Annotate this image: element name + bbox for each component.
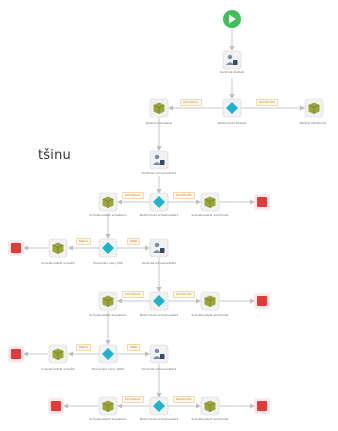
- package-node-zadost-zamitnuta[interactable]: [304, 98, 324, 118]
- package-node-zadost-schvalena[interactable]: [149, 98, 169, 118]
- package-icon: [102, 295, 114, 307]
- edge-label-mensi: Menší: [76, 238, 91, 245]
- edge-label-vetsi: Větší: [127, 238, 141, 245]
- decision-node-rozhodnuti-schvalovatel1[interactable]: [149, 192, 169, 212]
- edge-label-zamitnuto: Zamítnuto: [256, 99, 278, 106]
- play-icon: [229, 14, 236, 24]
- node-label: Schvalovatel3 zamítnuto: [191, 417, 229, 421]
- diamond-icon: [153, 295, 165, 307]
- end-node[interactable]: [8, 240, 24, 256]
- user-task-icon: [153, 154, 165, 165]
- package-icon: [204, 400, 216, 412]
- node-label: Rozhodnutí schvalovatel1: [139, 213, 179, 217]
- edge-label-vetsi: Větší: [127, 344, 141, 351]
- node-label: Porovnání ceny 500: [93, 261, 123, 265]
- diamond-icon: [102, 348, 114, 360]
- end-node[interactable]: [48, 398, 64, 414]
- node-label: Schvalovatel1 schválil: [41, 261, 75, 265]
- package-icon: [102, 196, 114, 208]
- end-node[interactable]: [254, 293, 270, 309]
- edge-label-zamitnuto: Zamítnuto: [173, 192, 195, 199]
- stop-icon: [11, 349, 21, 359]
- node-label: Porovnání ceny 1000: [92, 367, 124, 371]
- node-label: Rozhodnutí schvalovatel3: [139, 417, 179, 421]
- node-label: Žádost zamítnuta: [299, 121, 327, 125]
- edge-label-schvaleno: Schváleno: [122, 291, 144, 298]
- task-node-kontrola-zadosti[interactable]: [222, 50, 242, 70]
- diamond-icon: [226, 102, 238, 114]
- node-label: Schvalovatel1 zamítnuto: [191, 213, 229, 217]
- node-label: Schvalovatel1 schváleno: [89, 213, 127, 217]
- node-label: Schvalovatel2 schváleno: [89, 313, 127, 317]
- package-icon: [204, 196, 216, 208]
- edge-label-zamitnuto: Zamítnuto: [173, 396, 195, 403]
- edge-label-schvaleno: Schváleno: [122, 396, 144, 403]
- user-task-icon: [153, 348, 165, 359]
- edge-label-zamitnuto: Zamítnuto: [173, 291, 195, 298]
- diamond-icon: [153, 196, 165, 208]
- package-node-schvalovatel2-schvaleno[interactable]: [98, 291, 118, 311]
- stop-icon: [51, 401, 61, 411]
- node-label: Kontrola schvalovatel1: [141, 171, 177, 175]
- package-node-schvalovatel2-zamitnuto[interactable]: [200, 291, 220, 311]
- node-label: Rozhodnutí schvalovatel2: [139, 313, 179, 317]
- package-icon: [153, 102, 165, 114]
- package-icon: [204, 295, 216, 307]
- package-node-schvalovatel1-zamitnuto[interactable]: [200, 192, 220, 212]
- node-label: Kontrola schvalovatel2: [141, 261, 177, 265]
- decision-node-rozhodnuti-schvalovatel3[interactable]: [149, 396, 169, 416]
- decision-node-rozhodnuti-zadosti[interactable]: [222, 98, 242, 118]
- package-node-schvalovatel2-schvalil[interactable]: [48, 344, 68, 364]
- decision-node-rozhodnuti-schvalovatel2[interactable]: [149, 291, 169, 311]
- node-label: Rozhodnutí žádosti: [217, 121, 247, 125]
- node-label: Schvalovatel2 zamítnuto: [191, 313, 229, 317]
- end-node[interactable]: [8, 346, 24, 362]
- node-label: Kontrola schvalovatel3: [141, 367, 177, 371]
- user-task-icon: [226, 54, 238, 65]
- node-label: Žádost schválena: [145, 121, 173, 125]
- diamond-icon: [102, 242, 114, 254]
- stop-icon: [257, 197, 267, 207]
- task-node-kontrola-schvalovatel3[interactable]: [149, 344, 169, 364]
- node-label: Kontrola žádosti: [219, 70, 245, 74]
- edge-label-mensi: Menší: [76, 344, 91, 351]
- task-node-kontrola-schvalovatel1[interactable]: [149, 150, 169, 170]
- edge-label-schvaleno: Schváleno: [122, 192, 144, 199]
- package-icon: [52, 348, 64, 360]
- diamond-icon: [153, 400, 165, 412]
- package-icon: [52, 242, 64, 254]
- connectors: [23, 28, 305, 409]
- end-node[interactable]: [254, 398, 270, 414]
- node-label: Schvalovatel2 schválil: [41, 367, 75, 371]
- stop-icon: [257, 296, 267, 306]
- user-task-icon: [153, 242, 165, 253]
- edge-label-schvaleno: Schváleno: [180, 99, 202, 106]
- package-icon: [102, 400, 114, 412]
- end-node[interactable]: [254, 194, 270, 210]
- stop-icon: [11, 243, 21, 253]
- stop-icon: [257, 401, 267, 411]
- task-node-kontrola-schvalovatel2[interactable]: [149, 238, 169, 258]
- decision-node-porovnani-ceny-1000[interactable]: [98, 344, 118, 364]
- start-node[interactable]: [223, 10, 241, 28]
- package-node-schvalovatel3-zamitnuto[interactable]: [200, 396, 220, 416]
- package-node-schvalovatel3-schvaleno[interactable]: [98, 396, 118, 416]
- decision-node-porovnani-ceny-500[interactable]: [98, 238, 118, 258]
- package-node-schvalovatel1-schvaleno[interactable]: [98, 192, 118, 212]
- cut-off-text: tšinu: [38, 148, 71, 163]
- node-label: Schvalovatel3 schváleno: [89, 417, 127, 421]
- package-icon: [308, 102, 320, 114]
- package-node-schvalovatel1-schvalil[interactable]: [48, 238, 68, 258]
